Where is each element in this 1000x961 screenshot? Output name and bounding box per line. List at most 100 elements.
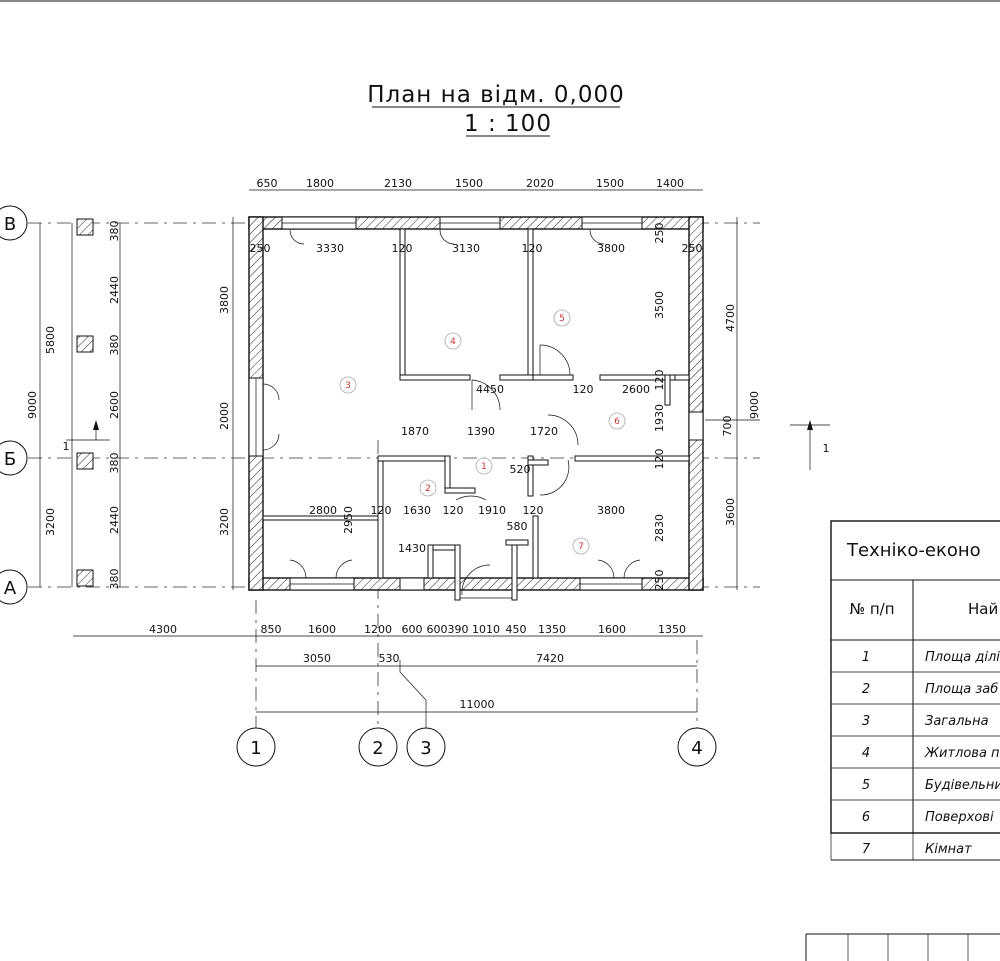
svg-text:3: 3 [345,381,351,391]
svg-text:Б: Б [4,449,16,470]
svg-text:2: 2 [425,484,431,494]
table-row-name: Площа заб [925,682,998,697]
svg-text:120: 120 [653,370,666,391]
table-row-num: 4 [862,746,870,761]
svg-text:1630: 1630 [403,504,431,517]
svg-text:4300: 4300 [149,623,177,636]
table-header-name: Най [968,600,998,618]
table-row-num: 2 [862,682,870,697]
dims-bottom-1: 4300 850 1600 1200 600 600 390 1010 450 … [149,623,686,636]
svg-text:1200: 1200 [364,623,392,636]
room-tag-3: 3 [339,376,357,394]
table-row-name: Житлова п [924,746,1000,761]
svg-text:120: 120 [392,242,413,255]
svg-text:1600: 1600 [598,623,626,636]
svg-text:1430: 1430 [398,542,426,555]
svg-text:2600: 2600 [108,391,121,419]
svg-text:600: 600 [427,623,448,636]
svg-text:2000: 2000 [218,402,231,430]
interior-walls [262,228,690,601]
svg-text:1350: 1350 [538,623,566,636]
axis-col-2: 2 [358,727,398,767]
svg-text:250: 250 [653,223,666,244]
dims-bottom-2: 3050 530 7420 11000 [303,652,564,711]
svg-text:1870: 1870 [401,425,429,438]
svg-text:2440: 2440 [108,506,121,534]
svg-text:2440: 2440 [108,276,121,304]
room-tag-7: 7 [572,537,590,555]
dims-left: 9000 5800 3200 380 2440 380 2600 380 244… [26,221,231,590]
room-tag-2: 2 [419,479,437,497]
svg-text:120: 120 [371,504,392,517]
table-row-num: 5 [862,778,870,793]
svg-text:3500: 3500 [653,291,666,319]
svg-text:1800: 1800 [306,177,334,190]
svg-text:1400: 1400 [656,177,684,190]
tech-econ-table: Техніко-еконо № п/п Най 1 Площа ділі 2 П… [830,520,1000,861]
svg-text:9000: 9000 [748,391,761,419]
svg-text:2020: 2020 [526,177,554,190]
svg-text:6: 6 [614,417,620,427]
svg-text:2830: 2830 [653,514,666,542]
axis-col-3: 3 [406,727,446,767]
table-header-num: № п/п [849,600,894,618]
axis-row-v: В [0,205,28,241]
svg-text:3130: 3130 [452,242,480,255]
outer-walls [248,216,704,591]
svg-text:1: 1 [481,462,487,472]
svg-text:3600: 3600 [724,498,737,526]
svg-text:580: 580 [507,520,528,533]
table-row-num: 1 [862,650,870,665]
svg-text:450: 450 [506,623,527,636]
svg-text:120: 120 [443,504,464,517]
dims-interior: 250 3330 120 3130 120 3800 250 3500 4450… [250,223,703,591]
svg-text:530: 530 [379,652,400,665]
room-tag-4: 4 [444,332,462,350]
room-tag-6: 6 [608,412,626,430]
windows [248,216,704,591]
svg-text:3800: 3800 [218,286,231,314]
axis-col-1: 1 [236,727,276,767]
room-tag-1: 1 [475,457,493,475]
svg-text:380: 380 [108,335,121,356]
plan-title: План на відм. 0,000 [367,82,625,108]
svg-text:3050: 3050 [303,652,331,665]
svg-text:3800: 3800 [597,504,625,517]
table-row-name: Поверхові [925,810,994,825]
svg-text:1500: 1500 [455,177,483,190]
svg-text:7: 7 [578,542,584,552]
svg-text:1500: 1500 [596,177,624,190]
svg-text:250: 250 [682,242,703,255]
svg-text:1600: 1600 [308,623,336,636]
dims-right: 4700 9000 700 3600 [721,304,761,526]
svg-text:850: 850 [261,623,282,636]
svg-text:1930: 1930 [653,404,666,432]
svg-text:120: 120 [573,383,594,396]
svg-text:600: 600 [402,623,423,636]
table-row-name: Будівельни [925,778,1000,793]
svg-text:390: 390 [448,623,469,636]
svg-text:7420: 7420 [536,652,564,665]
svg-text:380: 380 [108,221,121,242]
svg-text:А: А [4,578,17,599]
svg-text:700: 700 [721,416,734,437]
axis-col-4: 4 [677,727,717,767]
side-section-columns [39,218,121,587]
svg-text:380: 380 [108,453,121,474]
svg-text:11000: 11000 [460,698,495,711]
svg-text:3800: 3800 [597,242,625,255]
dimension-lines [73,189,830,713]
svg-text:4700: 4700 [724,304,737,332]
svg-text:2600: 2600 [622,383,650,396]
svg-text:250: 250 [250,242,271,255]
section-mark-left: 1 [63,440,70,453]
title-block-stamp [805,933,1000,961]
svg-text:9000: 9000 [26,391,39,419]
svg-text:1: 1 [250,738,261,759]
svg-text:3: 3 [420,738,431,759]
svg-text:3200: 3200 [218,508,231,536]
svg-text:120: 120 [523,504,544,517]
svg-text:1350: 1350 [658,623,686,636]
svg-text:2: 2 [372,738,383,759]
svg-text:4: 4 [691,738,702,759]
